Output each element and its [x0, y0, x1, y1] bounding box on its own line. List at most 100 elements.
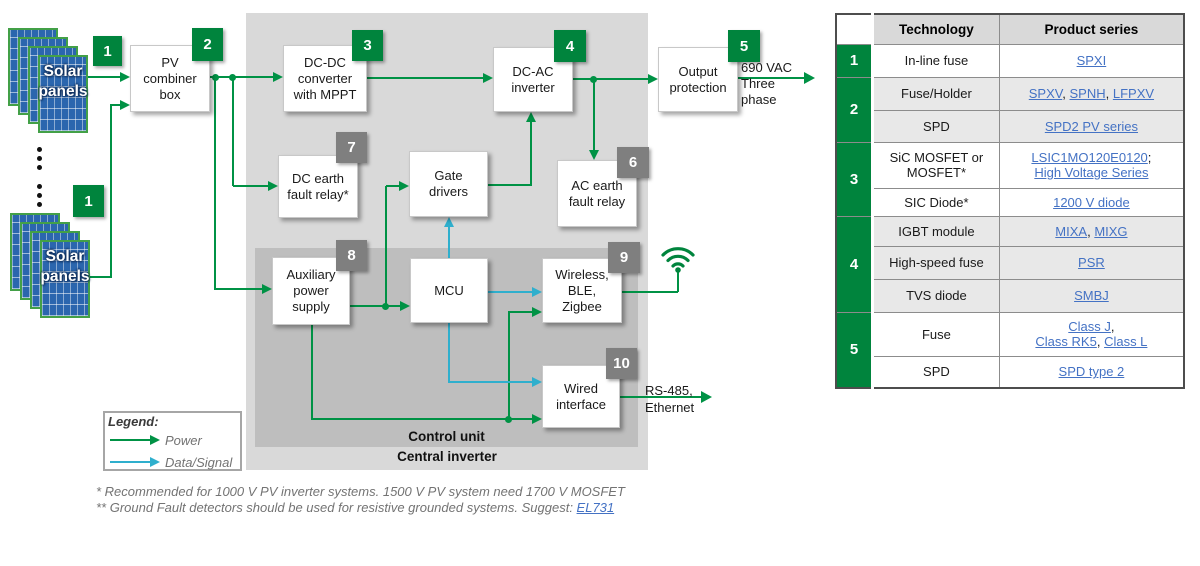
data-arrow [532, 377, 542, 387]
power-line [311, 324, 313, 420]
power-arrow [526, 112, 536, 122]
footnote-2: ** Ground Fault detectors should be used… [96, 500, 614, 515]
power-line [736, 77, 804, 79]
legend-data-label: Data/Signal [165, 455, 233, 470]
text-separator: , [1062, 86, 1070, 101]
ellipsis-dot [37, 165, 42, 170]
control-unit-label: Control unit [408, 429, 485, 444]
product-series-cell: 1200 V diode [998, 187, 1185, 217]
power-line [530, 120, 532, 186]
power-line [508, 311, 510, 420]
power-arrow [648, 74, 658, 84]
group-number-cell: 3 [835, 141, 874, 217]
power-arrow [120, 72, 130, 82]
data-line [448, 381, 532, 383]
solar-panel [38, 55, 88, 133]
power-arrow [399, 181, 409, 191]
power-arrow [273, 72, 283, 82]
product-link[interactable]: LSIC1MO120E0120 [1031, 150, 1148, 165]
power-line [677, 271, 679, 292]
product-link[interactable]: LFPXV [1112, 86, 1155, 101]
power-arrow [483, 73, 493, 83]
text-separator: ; [1147, 150, 1152, 165]
footnote-2-text: ** Ground Fault detectors should be used… [96, 500, 577, 515]
power-line [571, 78, 648, 80]
technology-cell: Fuse/Holder [872, 76, 1000, 111]
product-link[interactable]: 1200 V diode [1053, 194, 1130, 210]
badge-5: 5 [728, 30, 760, 62]
power-arrow [532, 307, 542, 317]
technology-cell: SiC MOSFET or MOSFET* [872, 141, 1000, 189]
wifi-icon [661, 247, 695, 273]
ellipsis-dot [37, 156, 42, 161]
power-line [88, 276, 112, 278]
product-link[interactable]: MIXA [1055, 223, 1088, 239]
legend-power-arrow [150, 435, 160, 445]
badge-6: 6 [617, 147, 649, 178]
product-series-header: Product series [998, 13, 1185, 45]
product-link[interactable]: SPXI [1076, 53, 1107, 68]
power-line [386, 185, 399, 187]
solar-panels-label: Solar panels [38, 63, 88, 100]
text-separator: , [1105, 86, 1113, 101]
el731-link[interactable]: EL731 [576, 500, 615, 515]
legend-data-arrow [150, 457, 160, 467]
junction-dot [382, 303, 389, 310]
product-link[interactable]: Class L [1104, 334, 1148, 349]
power-line [232, 77, 234, 186]
group-number-cell: 4 [835, 215, 874, 313]
power-line [593, 79, 595, 150]
product-link[interactable]: Class RK5 [1035, 334, 1097, 349]
product-link[interactable]: SPNH [1069, 86, 1106, 101]
power-arrow [532, 414, 542, 424]
technology-cell: In-line fuse [872, 43, 1000, 78]
technology-cell: SIC Diode* [872, 187, 1000, 217]
power-line [88, 76, 122, 78]
badge-3: 3 [352, 30, 383, 61]
ellipsis-dot [37, 184, 42, 189]
text-separator: , [1096, 334, 1105, 349]
power-arrow [804, 72, 815, 84]
power-line [508, 311, 532, 313]
data-arrow [444, 217, 454, 227]
legend-power-line [110, 439, 150, 441]
solar-panels-label: Solar panels [40, 248, 90, 285]
power-arrow [268, 181, 278, 191]
product-link[interactable]: MIXG [1094, 223, 1128, 239]
badge-10: 10 [606, 348, 637, 379]
product-link[interactable]: Class J [1068, 319, 1111, 334]
data-line [486, 291, 532, 293]
power-line [233, 185, 268, 187]
power-line [110, 104, 112, 278]
product-series-cell: LSIC1MO120E0120;High Voltage Series [998, 141, 1185, 189]
data-line [448, 321, 450, 382]
data-line [448, 227, 450, 258]
power-line [208, 76, 274, 78]
product-link[interactable]: SPXV [1028, 86, 1063, 101]
power-line [311, 418, 532, 420]
power-line [214, 77, 216, 290]
power-line [348, 305, 400, 307]
product-link[interactable]: SPD type 2 [1058, 364, 1125, 380]
ellipsis-dot [37, 202, 42, 207]
product-link[interactable]: PSR [1078, 255, 1105, 270]
technology-cell: IGBT module [872, 215, 1000, 247]
ac-output-label: 690 VAC Three phase [741, 60, 793, 107]
legend-data-line [110, 461, 150, 463]
product-link[interactable]: SPD2 PV series [1044, 118, 1139, 134]
legend-title: Legend: [108, 414, 159, 429]
product-link[interactable]: High Voltage Series [1034, 165, 1149, 180]
technology-cell: Fuse [872, 311, 1000, 357]
block-dcdc-converter: DC-DC converter with MPPT [283, 45, 367, 112]
product-series-cell: PSR [998, 245, 1185, 280]
block-aux-power-supply: Auxiliary power supply [272, 257, 350, 325]
product-link[interactable]: SMBJ [1074, 288, 1109, 303]
